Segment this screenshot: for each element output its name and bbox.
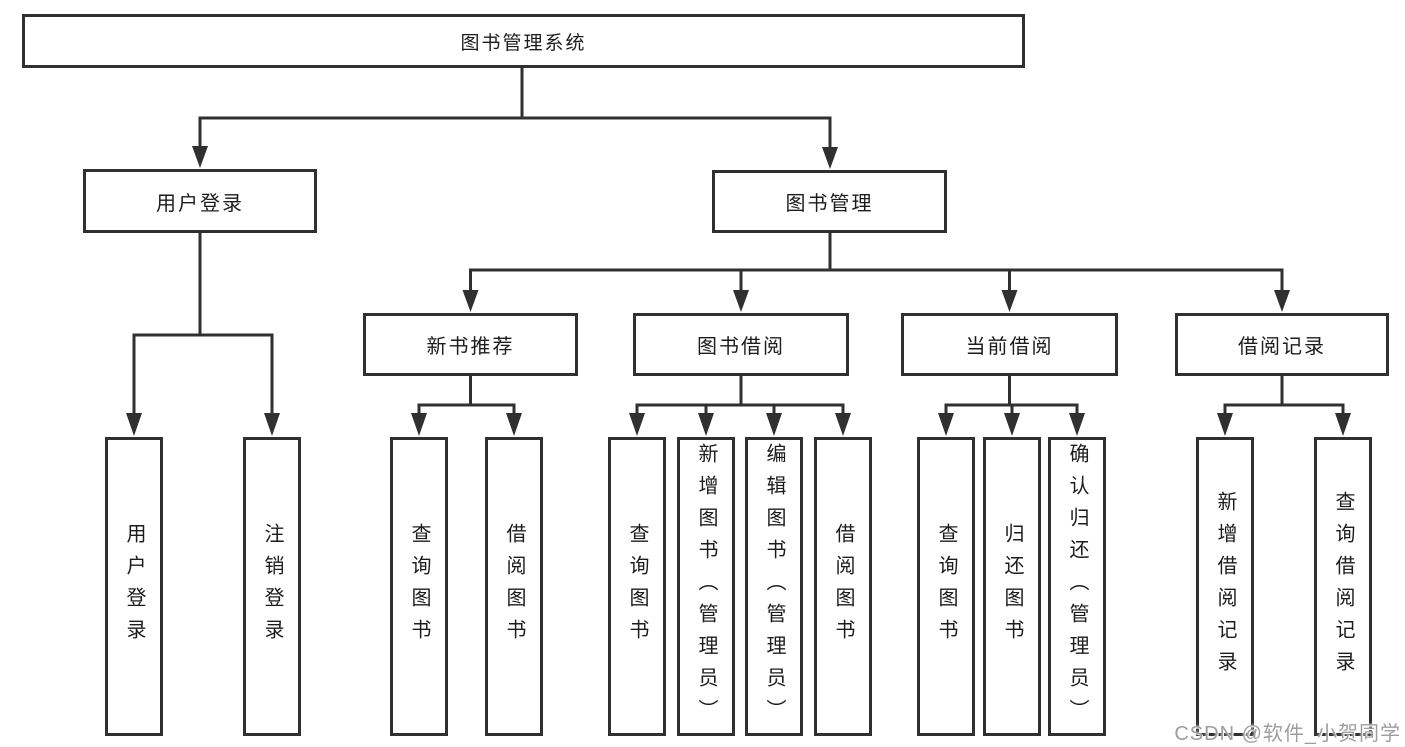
node-library-management-system: 图书管理系统 xyxy=(22,14,1025,68)
node-label: 注销登录 xyxy=(261,522,283,651)
node-label: 借阅图书 xyxy=(503,522,525,651)
node-label: 图书借阅 xyxy=(697,336,785,358)
node-label: 查询图书 xyxy=(626,522,648,651)
node-current-borrow: 当前借阅 xyxy=(901,313,1118,376)
node-label: 查询借阅记录 xyxy=(1332,490,1354,683)
leaf-query-books-borrow: 查询图书 xyxy=(608,437,666,736)
node-label: 当前借阅 xyxy=(965,336,1054,358)
node-label: 借阅记录 xyxy=(1238,336,1326,358)
leaf-logout-login: 注销登录 xyxy=(243,437,301,736)
node-label: 图书管理 xyxy=(785,193,874,215)
node-label: 用户登录 xyxy=(156,192,244,215)
leaf-query-borrow-record: 查询借阅记录 xyxy=(1314,437,1372,736)
node-label: 用户登录 xyxy=(123,522,145,651)
leaf-borrow-books: 借阅图书 xyxy=(814,437,872,736)
node-label: 编辑图书（管理员） xyxy=(763,442,785,731)
arrowheads xyxy=(126,146,1351,436)
node-new-book-recommend: 新书推荐 xyxy=(363,313,578,376)
leaf-add-book-admin: 新增图书（管理员） xyxy=(677,437,735,736)
node-label: 新增图书（管理员） xyxy=(695,442,717,731)
leaf-query-books-current: 查询图书 xyxy=(917,437,975,736)
node-user-login: 用户登录 xyxy=(83,169,317,233)
node-label: 新增借阅记录 xyxy=(1214,490,1236,683)
leaf-edit-book-admin: 编辑图书（管理员） xyxy=(745,437,803,736)
node-label: 借阅图书 xyxy=(832,522,854,651)
leaf-borrow-books-recommend: 借阅图书 xyxy=(485,437,543,736)
node-borrow-record: 借阅记录 xyxy=(1175,313,1389,376)
node-label: 图书管理系统 xyxy=(460,32,587,54)
node-label: 查询图书 xyxy=(408,522,430,651)
connector-edges xyxy=(132,68,1345,415)
leaf-user-login: 用户登录 xyxy=(105,437,163,736)
csdn-watermark: CSDN @软件_小贺同学 xyxy=(1174,723,1401,745)
node-book-management: 图书管理 xyxy=(712,170,947,233)
node-book-borrow: 图书借阅 xyxy=(633,313,849,376)
leaf-confirm-return-admin: 确认归还（管理员） xyxy=(1048,437,1106,736)
node-label: 确认归还（管理员） xyxy=(1066,442,1088,731)
leaf-query-books-recommend: 查询图书 xyxy=(390,437,448,736)
node-label: 新书推荐 xyxy=(426,336,515,358)
node-label: 查询图书 xyxy=(935,522,957,651)
node-label: 归还图书 xyxy=(1001,522,1023,651)
leaf-return-book: 归还图书 xyxy=(983,437,1041,736)
leaf-add-borrow-record: 新增借阅记录 xyxy=(1196,437,1254,736)
